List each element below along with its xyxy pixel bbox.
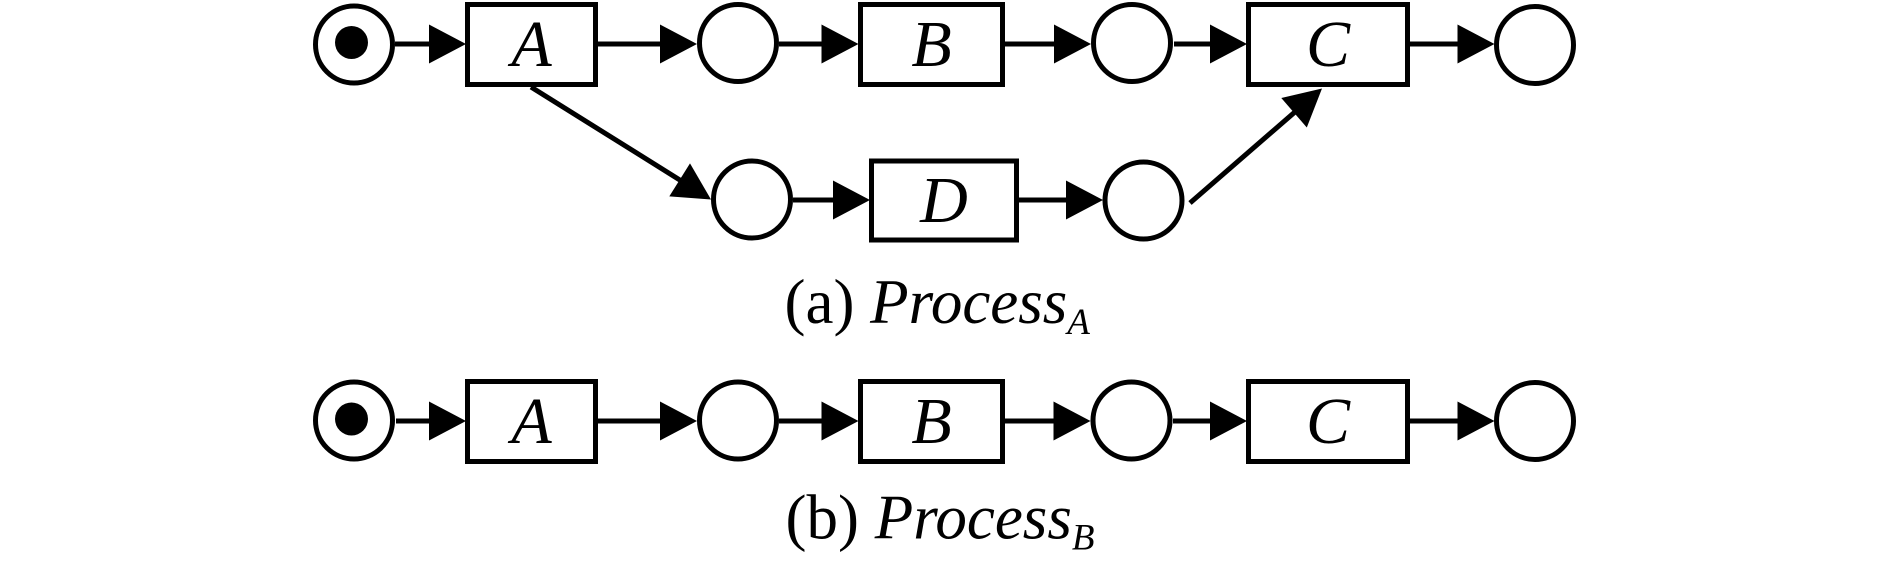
- svg-text:B: B: [911, 8, 951, 81]
- svg-text:C: C: [1306, 385, 1351, 458]
- svg-text:(b) ProcessB: (b) ProcessB: [786, 483, 1095, 559]
- svg-text:B: B: [911, 385, 951, 458]
- svg-text:A: A: [507, 8, 552, 81]
- svg-text:(a) ProcessA: (a) ProcessA: [785, 267, 1091, 343]
- svg-text:A: A: [507, 385, 552, 458]
- svg-text:C: C: [1306, 8, 1351, 81]
- svg-text:D: D: [919, 164, 968, 237]
